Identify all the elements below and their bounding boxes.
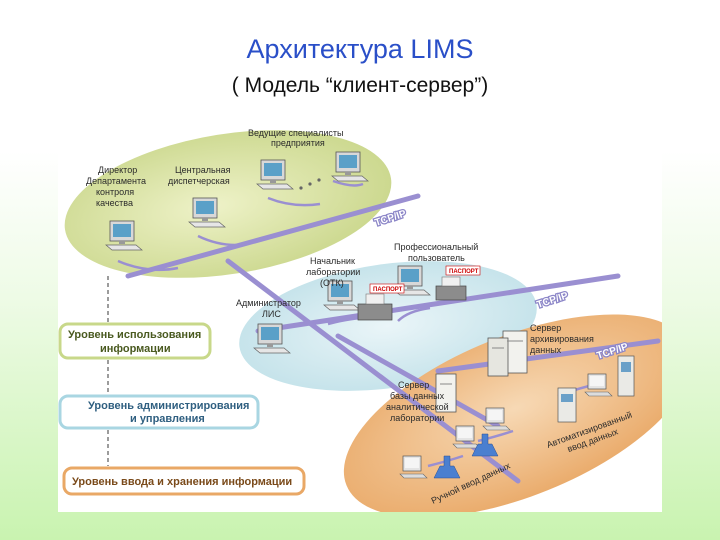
svg-text:Ведущие специалисты: Ведущие специалисты	[248, 128, 343, 138]
director-label: Директор Департамента контроля качества	[86, 165, 146, 208]
svg-text:базы данных: базы данных	[390, 391, 445, 401]
architecture-diagram: TCP/IP TCP/IP TCP/IP ПАСПОРТ ПАСПОРТ	[58, 126, 662, 512]
svg-text:Сервер: Сервер	[398, 380, 429, 390]
svg-text:TCP/IP: TCP/IP	[536, 290, 570, 311]
input-storage-level-frame: Уровень ввода и хранения информации	[62, 466, 306, 496]
svg-text:контроля: контроля	[96, 187, 134, 197]
svg-text:Центральная: Центральная	[175, 165, 231, 175]
slide-subtitle: ( Модель “клиент-сервер”)	[231, 74, 489, 97]
svg-text:ПАСПОРТ: ПАСПОРТ	[373, 287, 403, 293]
professional-user-label: Профессиональный пользователь	[394, 242, 478, 263]
svg-text:диспетчерская: диспетчерская	[168, 176, 230, 186]
lead-specialists-label: Ведущие специалисты предприятия	[248, 128, 343, 148]
svg-text:Начальник: Начальник	[310, 256, 355, 266]
svg-text:Департамента: Департамента	[86, 176, 146, 186]
lab-head-label: Начальник лаборатории (ОТК)	[306, 256, 360, 288]
svg-text:Сервер: Сервер	[530, 323, 561, 333]
svg-text:лаборатории: лаборатории	[390, 413, 444, 423]
analytic-db-server-label: Сервер базы данных аналитической лаборат…	[386, 380, 449, 423]
bottom-ellipse-level	[343, 314, 662, 512]
archive-server-icon	[487, 330, 528, 377]
analytic-db-server-icon	[435, 373, 457, 413]
svg-text:лаборатории: лаборатории	[306, 267, 360, 277]
passport-doc-2: ПАСПОРТ	[369, 283, 405, 294]
svg-text:ПАСПОРТ: ПАСПОРТ	[449, 269, 479, 275]
svg-text:информации: информации	[100, 343, 171, 355]
svg-text:ЛИС: ЛИС	[262, 309, 281, 319]
svg-text:аналитической: аналитической	[386, 402, 449, 412]
tcpip-label-2: TCP/IP	[534, 289, 571, 312]
top-ellipse-level	[64, 130, 392, 278]
svg-text:(ОТК): (ОТК)	[320, 278, 344, 288]
flask-icon	[433, 433, 499, 479]
printer-icon-2	[435, 276, 467, 301]
passport-doc-1: ПАСПОРТ	[445, 265, 481, 276]
admin-level-frame: Уровень администрирования и управления	[58, 394, 260, 430]
svg-text:качества: качества	[96, 198, 133, 208]
network-lines	[125, 193, 661, 484]
svg-text:Уровень ввода и хранения инфор: Уровень ввода и хранения информации	[72, 476, 292, 488]
svg-text:Директор: Директор	[98, 165, 137, 175]
svg-text:Уровень администрирования: Уровень администрирования	[88, 400, 249, 412]
svg-text:предприятия: предприятия	[271, 138, 325, 148]
analyzer-instrument-icon	[557, 355, 635, 423]
printer-icon	[357, 293, 393, 321]
slide-title: Архитектура LIMS	[246, 34, 474, 64]
central-dispatch-label: Центральная диспетчерская	[168, 165, 231, 186]
svg-text:архивирования: архивирования	[530, 334, 594, 344]
archive-server-label: Сервер архивирования данных	[530, 323, 594, 355]
svg-text:данных: данных	[530, 345, 562, 355]
ellipsis-dots	[299, 178, 321, 190]
lis-admin-label: Администратор ЛИС	[236, 298, 301, 319]
svg-text:пользователь: пользователь	[408, 253, 465, 263]
svg-text:и управления: и управления	[130, 413, 205, 425]
svg-text:Профессиональный: Профессиональный	[394, 242, 478, 252]
svg-text:Администратор: Администратор	[236, 298, 301, 308]
usage-level-frame: Уровень использования информации	[58, 322, 212, 360]
svg-text:Уровень использования: Уровень использования	[68, 329, 201, 341]
